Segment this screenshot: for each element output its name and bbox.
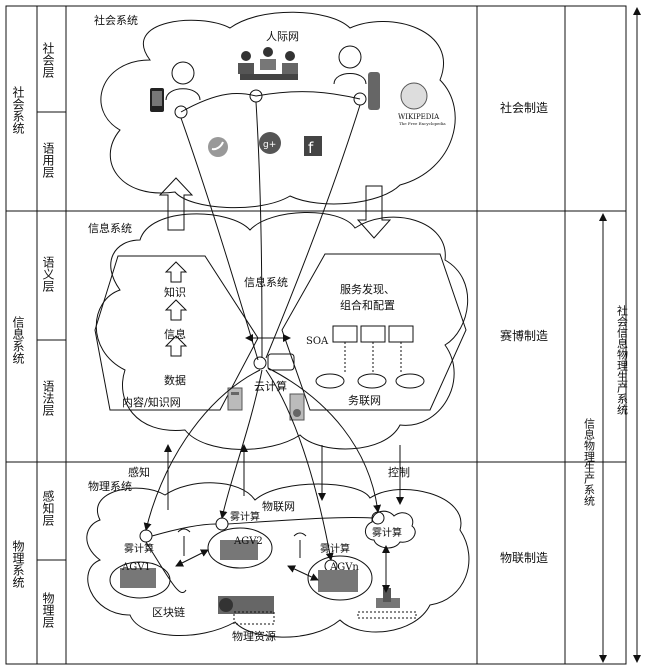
machine-tool-icon <box>218 596 275 625</box>
google-plus-icon: g+ <box>259 132 281 154</box>
hierarchy-knowledge: 知识 <box>164 285 186 299</box>
svg-text:g+: g+ <box>263 140 276 150</box>
wikipedia-icon: WIKIPEDIA The Free Encyclopedia <box>398 82 446 126</box>
soa-blocks <box>315 325 425 389</box>
social-cloud <box>100 11 456 209</box>
twitter-icon <box>208 137 228 157</box>
svg-text:The Free Encyclopedia: The Free Encyclopedia <box>399 121 446 126</box>
system-label-info: 信息系统 <box>11 316 25 364</box>
info-center-label: 信息系统 <box>244 275 288 289</box>
iot-label: 物联网 <box>262 499 295 513</box>
sublayer-physical: 物理层 <box>41 592 55 629</box>
sense-label: 感知 <box>128 465 150 479</box>
fog-label-2: 雾计算 <box>230 510 260 523</box>
sublayer-pragmatic: 语用层 <box>41 142 55 179</box>
svg-text:f: f <box>308 139 314 157</box>
sublayer-syntax: 语法层 <box>41 380 55 417</box>
robot-arm-icon <box>357 588 417 619</box>
knowledge-arrow-icon <box>164 261 188 283</box>
span-label-outer: 社会信息物理生产系统 <box>616 304 629 415</box>
fog-label-4: 雾计算 <box>372 526 402 539</box>
cloud-computing-icon <box>245 334 295 371</box>
service-net-label: 务联网 <box>348 394 381 407</box>
node-fog-4 <box>371 511 385 525</box>
svg-text:WIKIPEDIA: WIKIPEDIA <box>398 113 440 121</box>
control-label: 控制 <box>388 465 410 479</box>
node-fog-1 <box>139 529 153 543</box>
fog-label-3: 雾计算 <box>320 542 350 555</box>
server-icon-2 <box>289 393 305 421</box>
resources-label: 物理资源 <box>232 629 276 643</box>
info-title: 信息系统 <box>88 221 132 235</box>
service-hexagon <box>281 253 467 411</box>
content-net-label: 内容/知识网 <box>122 395 181 409</box>
agv-1-label: AGV1 <box>121 562 151 573</box>
system-label-social: 社会系统 <box>11 85 25 134</box>
agv-n-label: AGVn <box>329 562 359 573</box>
antenna-icon-2 <box>293 532 307 558</box>
social-title: 社会系统 <box>94 13 138 27</box>
person-left-icon <box>165 61 201 101</box>
data-arrow-icon <box>164 335 188 357</box>
information-arrow-icon <box>164 299 188 321</box>
node-fog-2 <box>215 517 229 531</box>
layer-table <box>5 5 627 665</box>
hierarchy-data: 数据 <box>164 373 186 387</box>
facebook-icon: f <box>304 136 322 157</box>
system-label-physical: 物理系统 <box>11 540 25 588</box>
meeting-people-icon <box>238 47 298 80</box>
info-cloud <box>95 212 469 450</box>
agv-2-label: AGV2 <box>233 536 263 547</box>
social-network-label: 人际网 <box>266 30 299 43</box>
service-line-2: 组合和配置 <box>340 298 395 312</box>
sublayer-perception: 感知层 <box>41 489 55 527</box>
hierarchy-information: 信息 <box>164 327 186 341</box>
blockchain-label: 区块链 <box>152 605 185 619</box>
content-knowledge-hexagon <box>94 255 259 411</box>
arrow-social-to-info <box>356 185 392 239</box>
sublayer-semantic: 语义层 <box>41 256 55 293</box>
physical-title: 物理系统 <box>88 479 132 493</box>
mfg-social: 社会制造 <box>500 100 548 115</box>
connection-lines <box>143 91 404 593</box>
arrow-info-to-social <box>158 177 194 231</box>
physical-cloud <box>86 482 470 638</box>
phone-icon <box>150 88 164 112</box>
tablet-icon <box>368 72 380 110</box>
agv-2-icon <box>207 527 273 569</box>
cloud-computing-label: 云计算 <box>254 379 287 393</box>
server-icon-1 <box>227 387 243 411</box>
antenna-icon-1 <box>177 528 191 556</box>
person-right-icon <box>333 45 367 85</box>
mfg-iot: 物联制造 <box>500 551 548 565</box>
fog-cloud-small <box>365 510 416 549</box>
sublayer-social: 社会层 <box>41 41 55 79</box>
fog-label-1: 雾计算 <box>124 542 154 555</box>
service-line-1: 服务发现、 <box>340 282 395 296</box>
mfg-cyber: 赛博制造 <box>500 328 548 343</box>
soa-label: SOA <box>306 336 329 347</box>
span-label-inner: 信息物理生产系统 <box>583 418 596 506</box>
